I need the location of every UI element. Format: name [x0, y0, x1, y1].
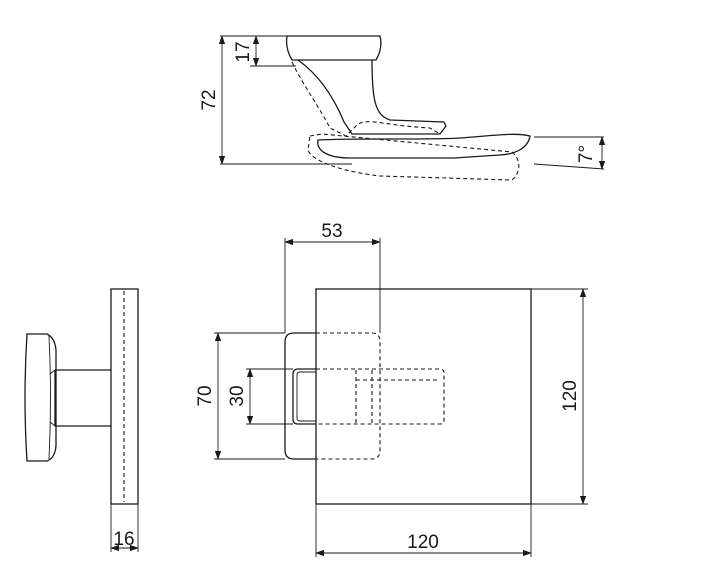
hook-tip: [317, 133, 531, 159]
stem-profile: [54, 369, 111, 427]
knob-profile: [24, 333, 57, 462]
dim-label-53: 53: [321, 221, 342, 242]
hook-cap: [285, 35, 382, 61]
side-elevation-view: 17 72 7°: [199, 35, 606, 181]
dim-label-30: 30: [227, 385, 248, 406]
knob-front: [292, 368, 316, 425]
hook-body: [297, 59, 447, 135]
dim-label-7deg: 7°: [576, 145, 597, 163]
profile-view: 16: [24, 288, 139, 552]
arm-dashed: [316, 368, 445, 425]
square-plate: [315, 288, 532, 505]
plate-profile: [110, 288, 139, 505]
dim-label-120-horizontal: 120: [407, 532, 439, 553]
dim-label-17: 17: [233, 41, 254, 62]
dim-label-120-vertical: 120: [560, 380, 581, 412]
hook-tilted-outline: [291, 61, 520, 181]
dim-label-70: 70: [195, 385, 216, 406]
front-view: 53 70 30 120 120: [195, 221, 588, 557]
dim-label-16: 16: [113, 529, 134, 550]
rose-outline: [284, 332, 316, 460]
dim-label-72: 72: [199, 89, 220, 110]
